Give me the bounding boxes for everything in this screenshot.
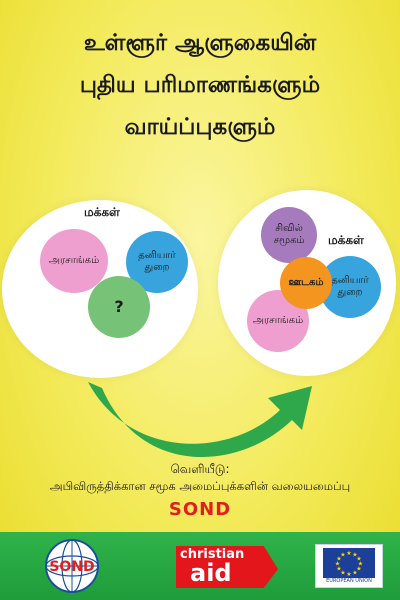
sond-globe-logo: SOND [45, 539, 99, 593]
svg-text:★: ★ [340, 552, 345, 559]
right-civil-society-circle: சிவில் சமூகம் [261, 207, 317, 263]
eu-label: EUROPEAN UNION [326, 578, 372, 584]
svg-text:★: ★ [352, 570, 357, 577]
title-line-3: வாய்ப்புகளும் [124, 114, 276, 140]
logo-footer: SOND christian aid ★★★ ★★★ ★★★ ★★★ EUROP… [0, 532, 400, 600]
christian-aid-christian: christian [180, 547, 245, 562]
eu-logo: ★★★ ★★★ ★★★ ★★★ EUROPEAN UNION [315, 544, 383, 588]
svg-text:★: ★ [358, 561, 363, 568]
curved-arrow-shape [88, 382, 312, 458]
right-media-circle: ஊடகம் [280, 257, 332, 309]
svg-text:★: ★ [340, 570, 345, 577]
cover-title: உள்ளூர் ஆளுகையின் புதிய பரிமாணங்களும் வா… [0, 22, 400, 148]
svg-text:★: ★ [356, 556, 361, 563]
svg-text:★: ★ [336, 556, 341, 563]
sond-logo-text: SOND [49, 559, 94, 575]
svg-text:★: ★ [352, 552, 357, 559]
svg-text:★: ★ [336, 566, 341, 573]
svg-text:★: ★ [346, 571, 351, 578]
svg-text:★: ★ [356, 566, 361, 573]
publisher-label: வெளியீடு: [170, 462, 230, 476]
eu-flag-icon: ★★★ ★★★ ★★★ ★★★ [323, 548, 375, 578]
title-line-1: உள்ளூர் ஆளுகையின் [83, 30, 317, 56]
christian-aid-logo: christian aid [176, 546, 278, 588]
svg-text:★: ★ [346, 550, 351, 557]
svg-text:★: ★ [335, 561, 340, 568]
right-people-label: மக்கள் [328, 233, 364, 247]
publisher-name: அபிவிருத்திக்கான சமூக அமைப்புக்களின் வலை… [49, 479, 351, 493]
publisher-acronym: SOND [168, 499, 232, 520]
left-unknown-circle: ? [88, 276, 150, 338]
left-people-label: மக்கள் [84, 205, 120, 219]
title-line-2: புதிய பரிமாணங்களும் [79, 72, 321, 98]
left-government-circle: அரசாங்கம் [40, 229, 108, 293]
christian-aid-aid: aid [190, 559, 232, 587]
